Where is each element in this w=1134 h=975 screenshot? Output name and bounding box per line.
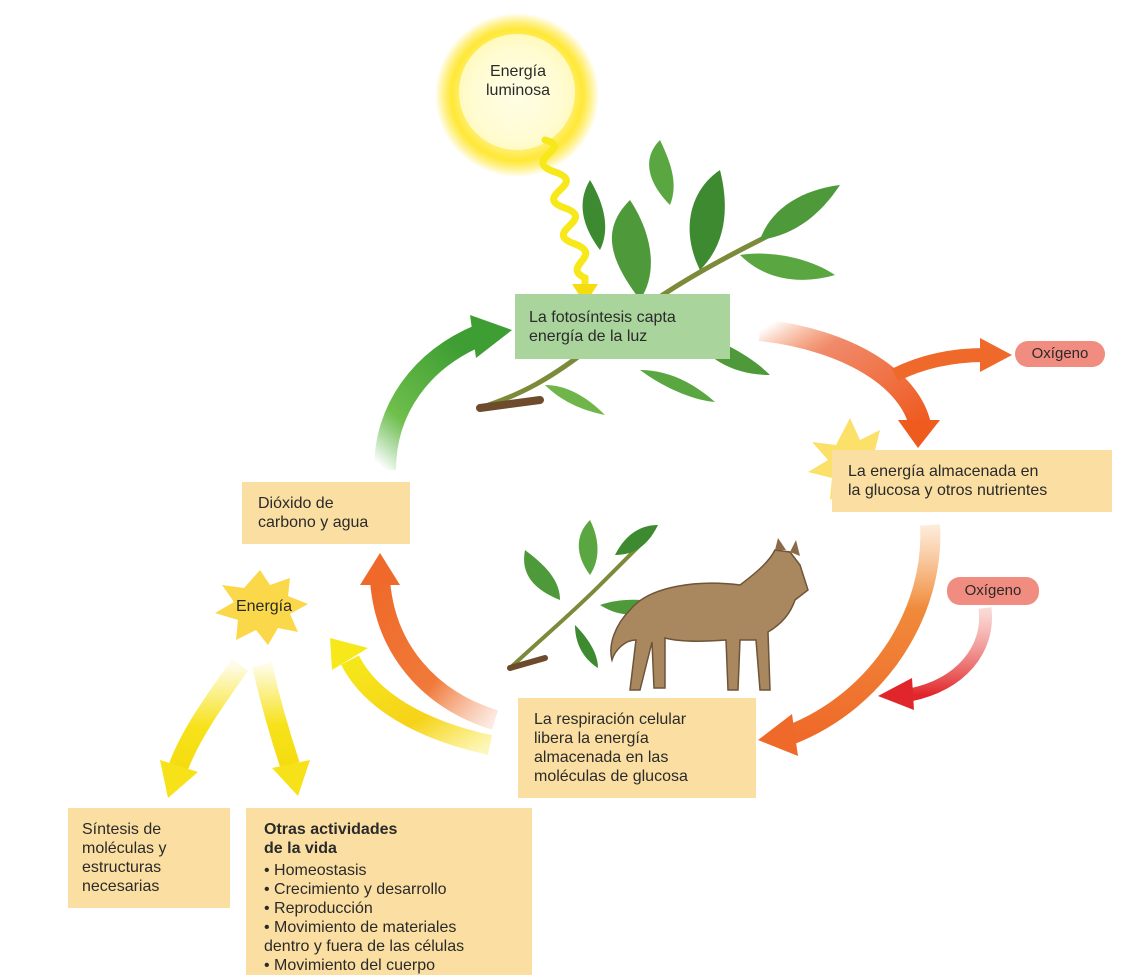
- photosynthesis-line: La fotosíntesis capta: [529, 308, 730, 327]
- energy-burst-label: Energía: [222, 597, 306, 616]
- sun-label-line: luminosa: [468, 81, 568, 100]
- oxygen-out-pill: Oxígeno: [1015, 341, 1105, 367]
- photosynthesis-line: energía de la luz: [529, 327, 730, 346]
- stored-energy-line: la glucosa y otros nutrientes: [848, 481, 1112, 500]
- activity-item: • Homeostasis: [264, 861, 532, 880]
- other-activities-title: de la vida: [264, 839, 532, 858]
- synthesis-line: Síntesis de: [82, 820, 230, 839]
- activity-item: • Movimiento de materiales: [264, 918, 532, 937]
- activity-item: • Reproducción: [264, 899, 532, 918]
- stored-energy-box: La energía almacenada en la glucosa y ot…: [832, 450, 1112, 512]
- other-activities-box: Otras actividades de la vida • Homeostas…: [246, 808, 532, 975]
- synthesis-box: Síntesis de moléculas y estructuras nece…: [68, 808, 230, 908]
- photosynthesis-box: La fotosíntesis capta energía de la luz: [515, 294, 730, 359]
- synthesis-line: estructuras: [82, 858, 230, 877]
- other-activities-title: Otras actividades: [264, 820, 532, 839]
- respiration-line: libera la energía: [534, 729, 756, 748]
- wolf-icon: [611, 538, 808, 690]
- yellow-arrow-to-activities: [262, 665, 310, 796]
- sun-label-line: Energía: [468, 62, 568, 81]
- oxygen-release-arrow: [895, 338, 1012, 375]
- activity-item: • Crecimiento y desarrollo: [264, 880, 532, 899]
- respiration-box: La respiración celular libera la energía…: [518, 698, 756, 798]
- synthesis-line: necesarias: [82, 877, 230, 896]
- oxygen-in-pill: Oxígeno: [947, 577, 1039, 605]
- synthesis-line: moléculas y: [82, 839, 230, 858]
- yellow-arrow-to-synthesis: [160, 665, 240, 798]
- activity-item: dentro y fuera de las células: [264, 937, 532, 956]
- sun-label: Energía luminosa: [468, 62, 568, 100]
- leaf-branch-icon: [480, 140, 840, 415]
- activity-item: • Movimiento del cuerpo: [264, 956, 532, 975]
- co2-water-box: Dióxido de carbono y agua: [242, 482, 410, 544]
- green-cycle-arrow: [385, 315, 512, 470]
- co2-water-line: Dióxido de: [258, 494, 410, 513]
- respiration-line: almacenada en las: [534, 748, 756, 767]
- co2-water-line: carbono y agua: [258, 513, 410, 532]
- respiration-line: moléculas de glucosa: [534, 767, 756, 786]
- respiration-line: La respiración celular: [534, 710, 756, 729]
- stored-energy-line: La energía almacenada en: [848, 462, 1112, 481]
